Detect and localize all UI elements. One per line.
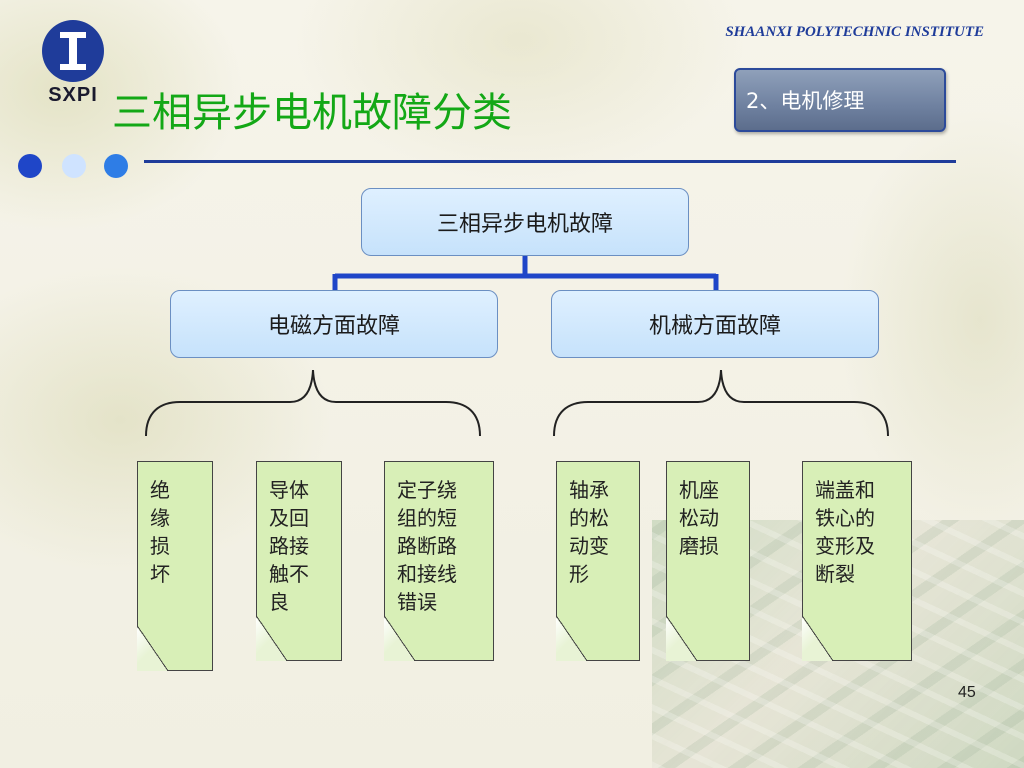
page-number: 45 — [958, 684, 976, 701]
page-fold-line — [138, 626, 168, 670]
page-fold-line — [803, 616, 833, 660]
right-brace — [553, 369, 889, 437]
root-node: 三相异步电机故障 — [361, 188, 689, 256]
left-brace — [145, 369, 481, 437]
fault-note: 轴承 的松 动变 形 — [556, 461, 640, 661]
institute-logo: SXPI — [36, 20, 110, 110]
fault-note: 定子绕 组的短 路断路 和接线 错误 — [384, 461, 494, 661]
logo-text: SXPI — [48, 84, 98, 106]
fault-note: 端盖和 铁心的 变形及 断裂 — [802, 461, 912, 661]
branch-node-mechanical: 机械方面故障 — [551, 290, 879, 358]
fault-note-text: 绝 缘 损 坏 — [150, 478, 170, 586]
page-fold-line — [667, 616, 697, 660]
logo-emblem-icon — [42, 20, 104, 82]
title-rule — [144, 160, 956, 163]
fault-note-text: 轴承 的松 动变 形 — [569, 478, 609, 586]
fault-note-text: 端盖和 铁心的 变形及 断裂 — [815, 478, 875, 586]
institute-name: SHAANXI POLYTECHNIC INSTITUTE — [725, 24, 984, 40]
slide-title: 三相异步电机故障分类 — [112, 90, 512, 136]
branch-node-electromagnetic: 电磁方面故障 — [170, 290, 498, 358]
decor-dot-icon — [18, 154, 42, 178]
tree-connector — [332, 256, 719, 290]
fault-note: 导体 及回 路接 触不 良 — [256, 461, 342, 661]
page-fold-line — [257, 616, 287, 660]
decor-dot-icon — [62, 154, 86, 178]
fault-note-text: 导体 及回 路接 触不 良 — [269, 478, 309, 614]
fault-note: 绝 缘 损 坏 — [137, 461, 213, 671]
fault-note-text: 定子绕 组的短 路断路 和接线 错误 — [397, 478, 457, 614]
page-fold-line — [385, 616, 415, 660]
fault-note-text: 机座 松动 磨损 — [679, 478, 719, 558]
page-fold-line — [557, 616, 587, 660]
section-badge: 2、电机修理 — [734, 68, 946, 132]
fault-note: 机座 松动 磨损 — [666, 461, 750, 661]
decor-dot-icon — [104, 154, 128, 178]
